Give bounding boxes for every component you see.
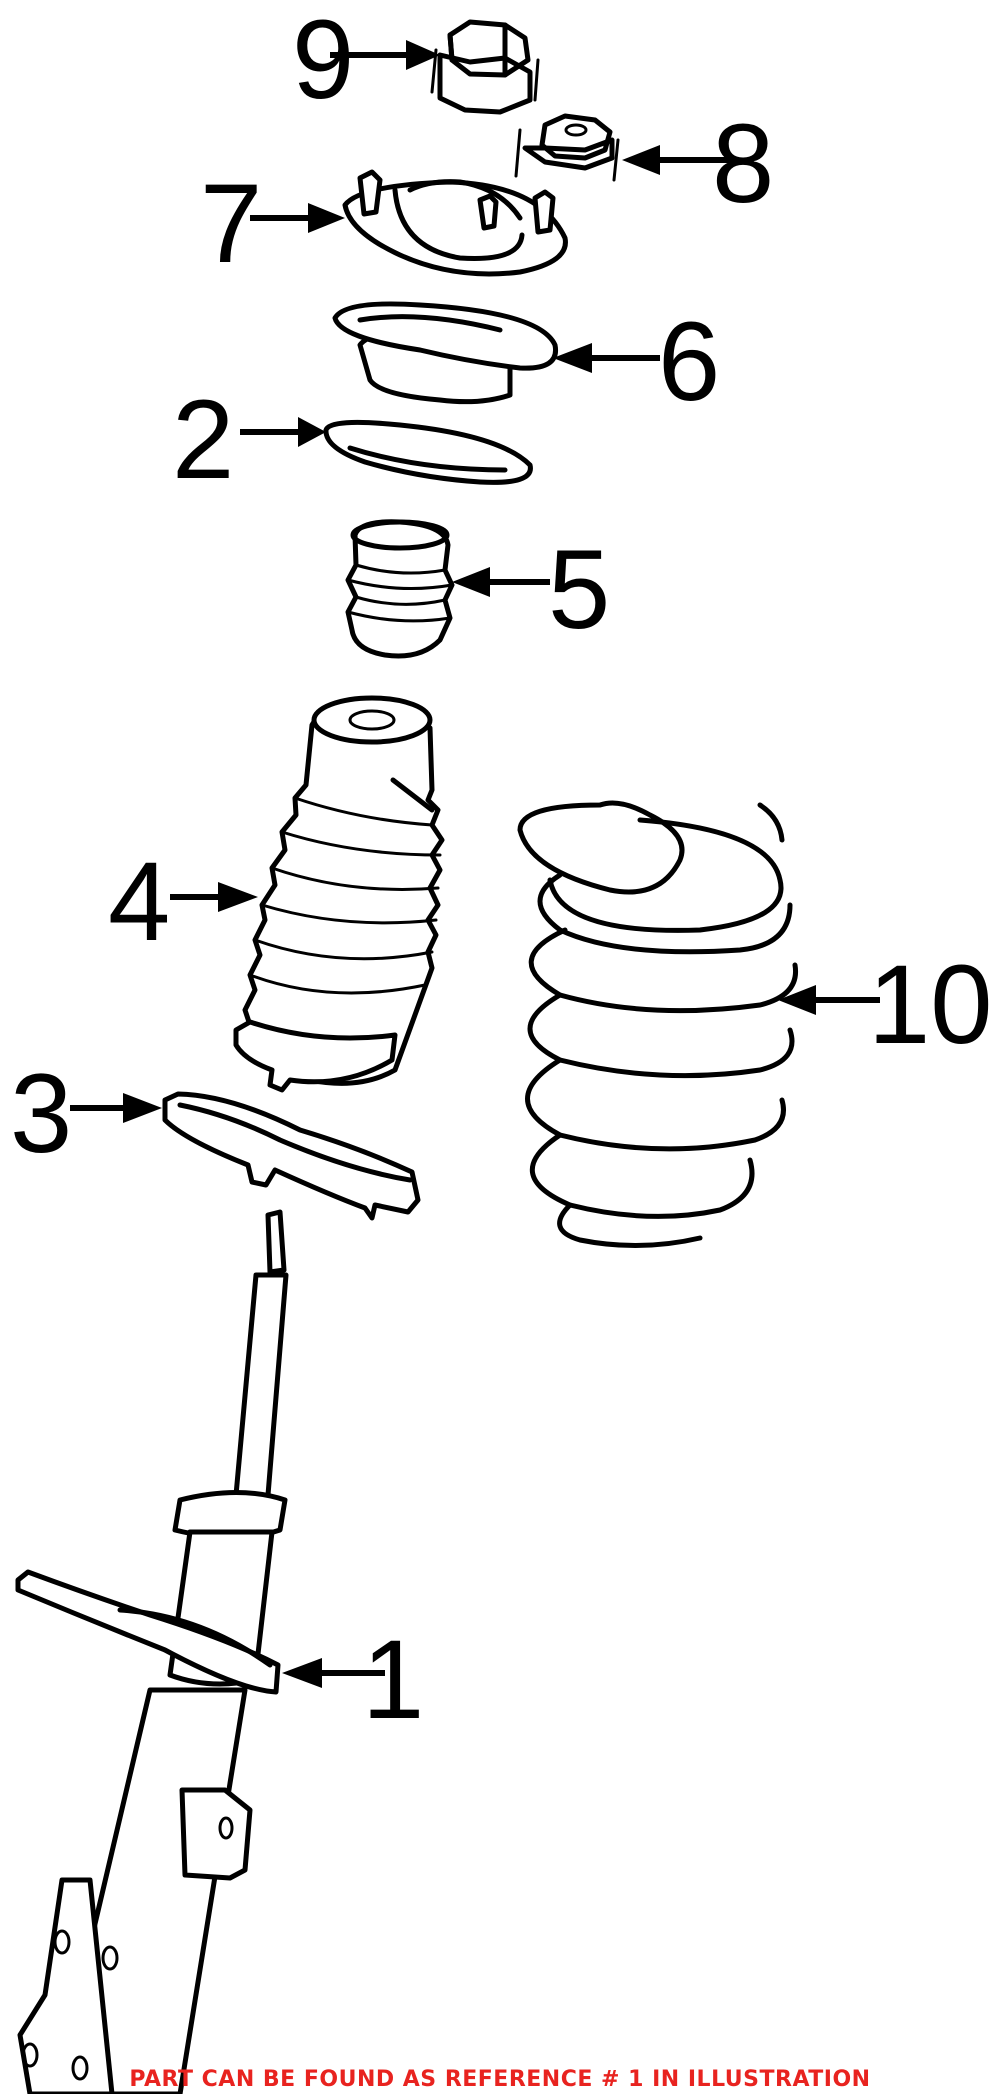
arrow-7	[308, 203, 345, 233]
callout-2: 2	[172, 377, 234, 502]
part-7-strut-mount	[342, 169, 568, 277]
footer-note: PART CAN BE FOUND AS REFERENCE # 1 IN IL…	[129, 2067, 871, 2092]
callout-7: 7	[200, 161, 262, 286]
arrow-2	[298, 417, 326, 447]
part-8-nut	[514, 113, 620, 182]
part-4-dust-boot	[233, 695, 445, 1093]
callout-5: 5	[548, 527, 610, 652]
arrow-10	[778, 985, 816, 1015]
arrow-9	[406, 40, 440, 70]
callout-9: 9	[292, 0, 354, 122]
part-5-jounce-bumper	[345, 519, 455, 659]
part-6-spring-seat	[332, 301, 559, 405]
callout-3: 3	[10, 1051, 72, 1176]
part-2-insulator	[323, 419, 533, 485]
part-9-nut	[430, 19, 540, 115]
callout-4: 4	[108, 839, 170, 964]
callout-10: 10	[868, 942, 993, 1067]
arrow-4	[218, 882, 258, 912]
callout-1: 1	[362, 1617, 424, 1742]
arrow-8	[622, 145, 660, 175]
callout-6: 6	[658, 299, 720, 424]
arrow-6	[553, 343, 592, 373]
callout-8: 8	[712, 101, 774, 226]
part-1-strut-assembly	[15, 1209, 289, 2094]
arrow-5	[452, 567, 490, 597]
arrow-3	[123, 1093, 162, 1123]
part-10-coil-spring	[517, 800, 799, 1248]
arrow-1	[282, 1658, 322, 1688]
part-3-lower-insulator	[162, 1091, 421, 1221]
